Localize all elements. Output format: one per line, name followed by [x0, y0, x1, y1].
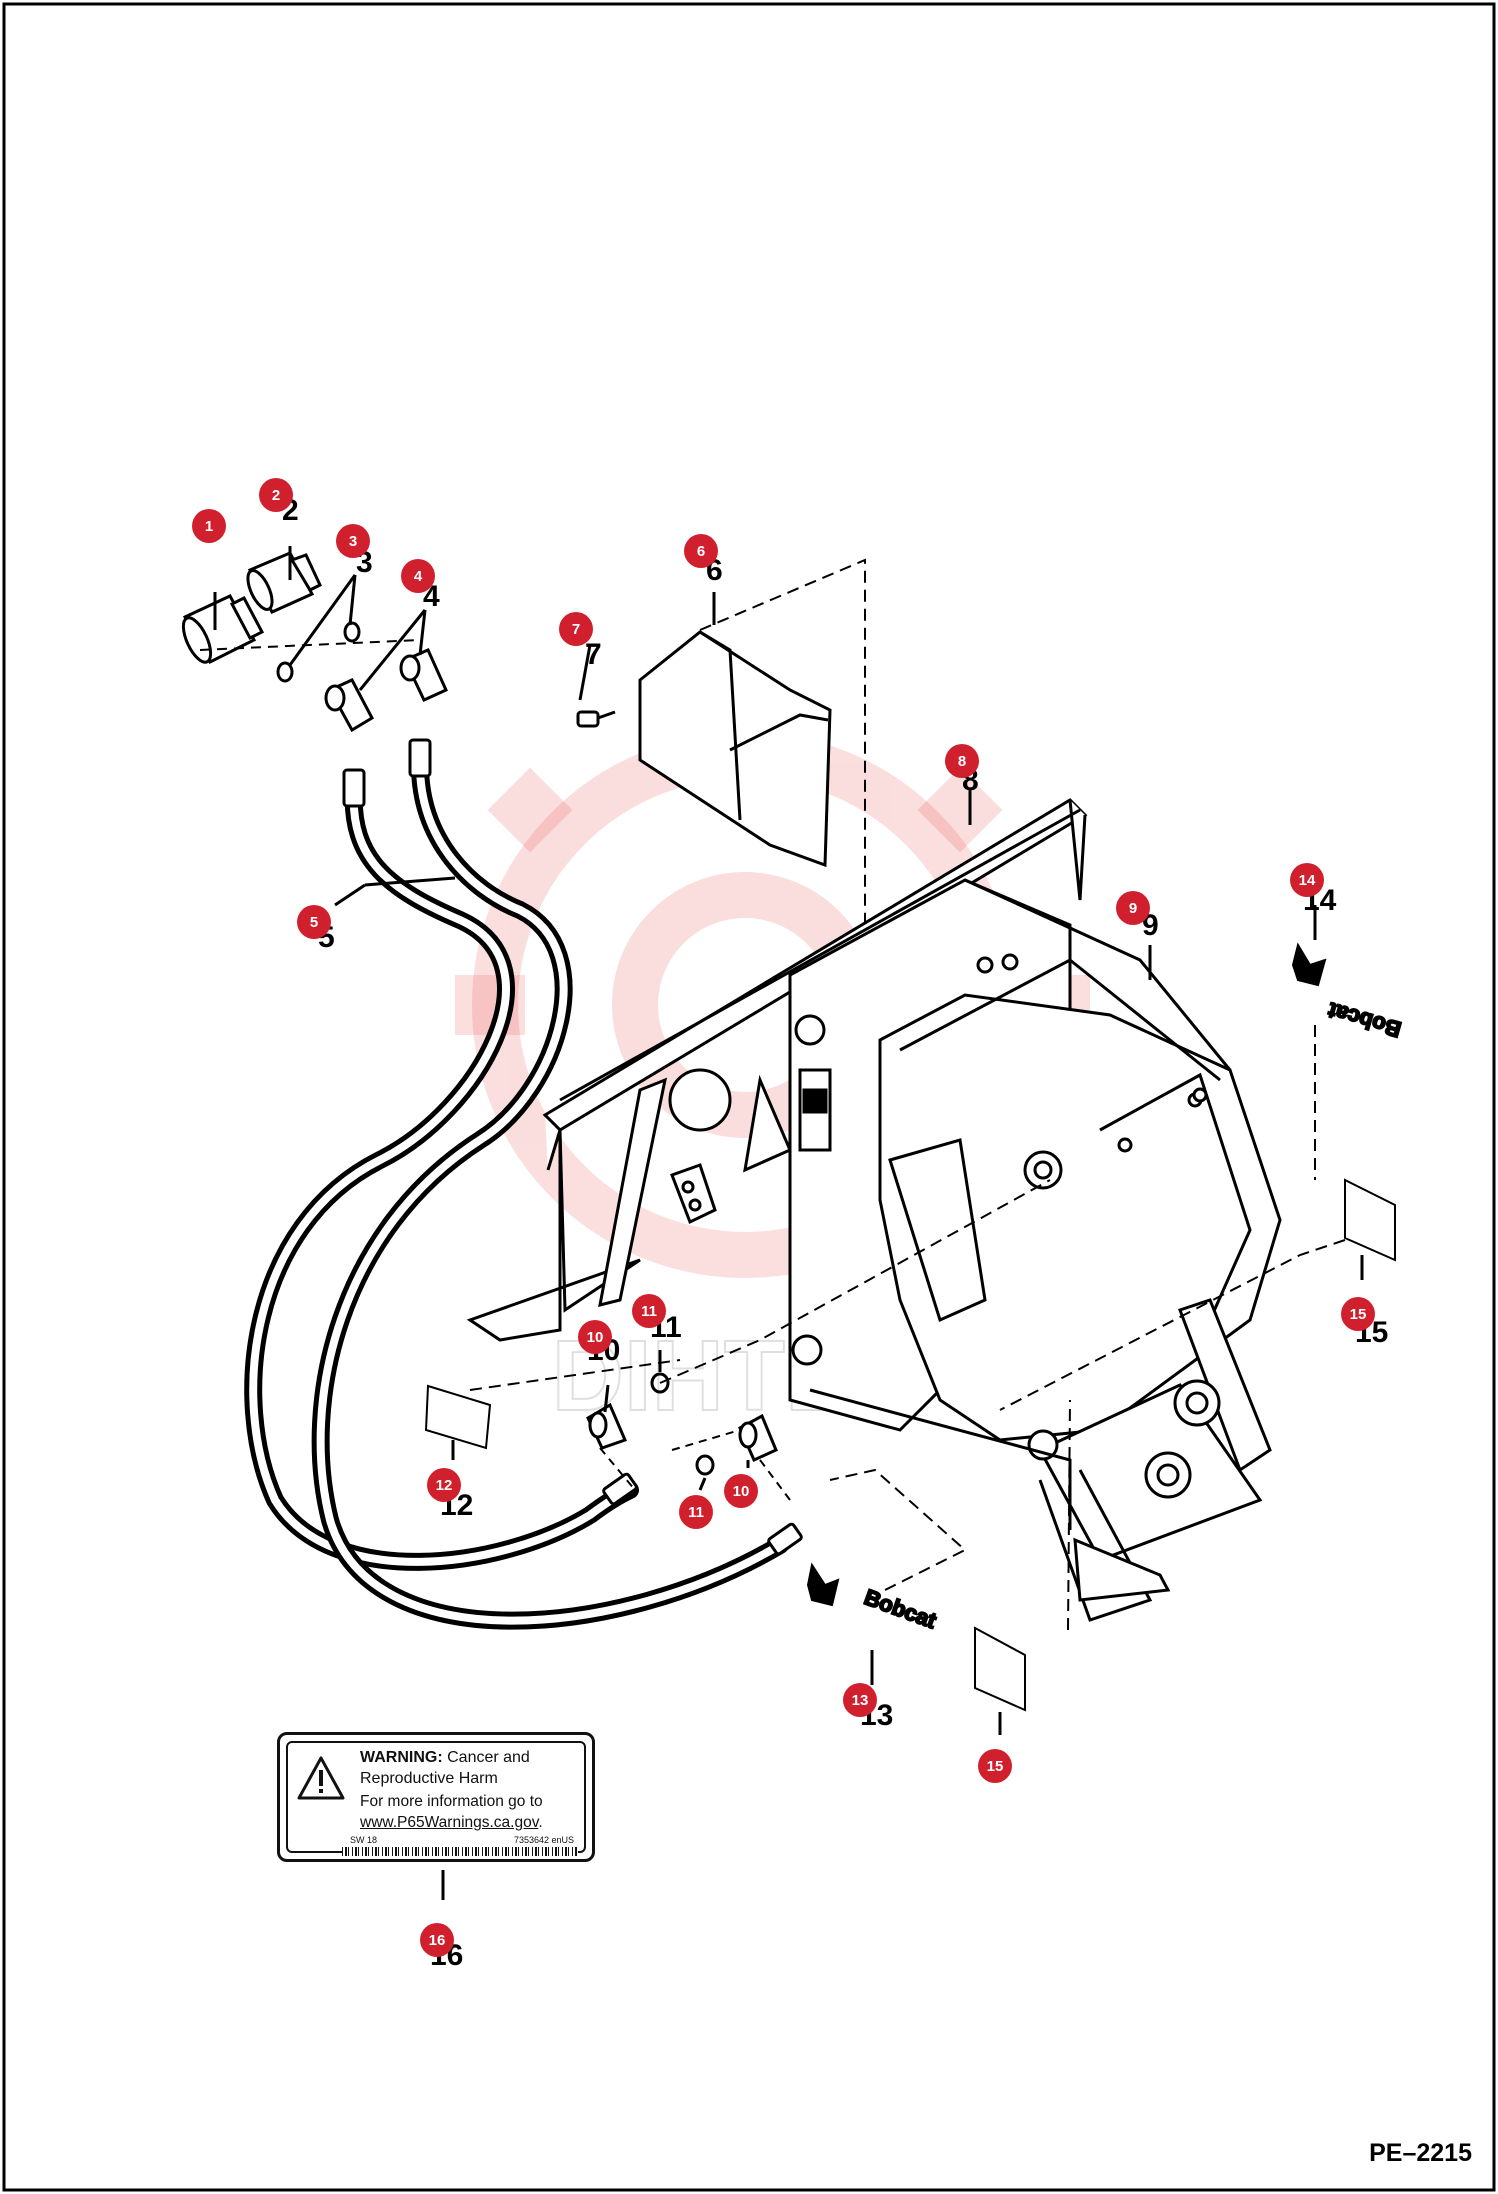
warning-triangle-icon — [297, 1756, 345, 1800]
warning-title-bold: WARNING: — [360, 1749, 443, 1766]
svg-text:9: 9 — [1129, 900, 1137, 917]
warning-title: WARNING: Cancer and Reproductive Harm — [360, 1747, 580, 1789]
bobcat-logo-decal-bottom: Bobcat — [806, 1562, 941, 1635]
svg-text:15: 15 — [1350, 1306, 1367, 1323]
svg-text:8: 8 — [958, 753, 966, 770]
warning-title-rest: Cancer and Reproductive Harm — [360, 1749, 530, 1787]
breaker-body — [788, 878, 1282, 1622]
svg-text:13: 13 — [852, 1692, 869, 1709]
svg-text:1: 1 — [205, 518, 213, 535]
barcode — [342, 1847, 578, 1856]
callout-11a: 11 — [632, 1294, 666, 1328]
fitting-10b — [738, 1413, 778, 1462]
warning-more-text: For more information go to — [360, 1793, 543, 1810]
o-rings — [276, 621, 361, 683]
svg-text:12: 12 — [436, 1477, 453, 1494]
callout-7: 7 — [559, 612, 593, 646]
fitting-10a — [586, 1402, 628, 1450]
svg-text:4: 4 — [414, 568, 423, 585]
warning-code-right: 7353642 enUS — [513, 1835, 574, 1845]
callout-8: 8 — [945, 744, 979, 778]
svg-text:15: 15 — [987, 1758, 1004, 1775]
callout-1: 1 — [192, 509, 226, 543]
decal-15-right — [1344, 1178, 1396, 1262]
svg-text:16: 16 — [429, 1932, 446, 1949]
valve-block — [670, 1163, 717, 1225]
callout-15a: 15 — [1341, 1297, 1375, 1331]
warning-link[interactable]: www.P65Warnings.ca.gov — [360, 1814, 539, 1831]
svg-text:10: 10 — [587, 1329, 604, 1346]
callout-5: 5 — [297, 905, 331, 939]
callout-15b: 15 — [978, 1749, 1012, 1783]
quick-coupler-male — [246, 551, 322, 614]
svg-text:2: 2 — [272, 487, 280, 504]
callouts: 1 2 3 4 5 6 7 8 9 10 11 10 11 12 13 14 1… — [192, 478, 1375, 1957]
svg-text:Bobcat: Bobcat — [861, 1584, 940, 1633]
o-rings-lower — [650, 1372, 715, 1476]
callout-4: 4 — [401, 559, 435, 593]
svg-text:6: 6 — [697, 543, 705, 560]
callout-10a: 10 — [578, 1320, 612, 1354]
callout-12: 12 — [427, 1468, 461, 1502]
page-code: PE–2215 — [1369, 2139, 1472, 2167]
prop65-warning-label: WARNING: Cancer and Reproductive Harm Fo… — [277, 1732, 595, 1862]
svg-text:10: 10 — [733, 1483, 750, 1500]
callout-14: 14 — [1290, 863, 1324, 897]
svg-text:14: 14 — [1299, 872, 1316, 889]
hydraulic-hoses — [244, 756, 789, 1630]
svg-text:7: 7 — [572, 621, 580, 638]
ghost-number: 7 — [585, 638, 602, 671]
callout-11b: 11 — [679, 1495, 713, 1529]
callout-6: 6 — [684, 534, 718, 568]
svg-text:Bobcat: Bobcat — [1325, 998, 1404, 1043]
svg-text:5: 5 — [310, 914, 318, 931]
callout-13: 13 — [843, 1683, 877, 1717]
svg-text:11: 11 — [641, 1303, 657, 1320]
hose-ends — [342, 738, 803, 1556]
warning-code-left: SW 18 — [350, 1835, 378, 1845]
warning-more-info: For more information go to www.P65Warning… — [360, 1791, 585, 1833]
decal-12 — [424, 1384, 492, 1450]
callout-16: 16 — [420, 1923, 454, 1957]
callout-10b: 10 — [724, 1474, 758, 1508]
bolt — [576, 710, 616, 728]
svg-text:11: 11 — [688, 1504, 704, 1521]
quick-coupler-female — [181, 594, 265, 664]
shield-plate — [638, 630, 832, 868]
warning-link-suffix: . — [538, 1814, 543, 1831]
bobcat-logo-decal-right: Bobcat — [1291, 942, 1405, 1043]
callout-9: 9 — [1116, 891, 1150, 925]
decal-15-bottom — [974, 1626, 1026, 1712]
leader-lines — [213, 546, 1364, 1900]
svg-text:3: 3 — [349, 533, 357, 550]
callout-3: 3 — [336, 524, 370, 558]
callout-2: 2 — [259, 478, 293, 512]
elbow-fittings-top — [324, 648, 448, 733]
